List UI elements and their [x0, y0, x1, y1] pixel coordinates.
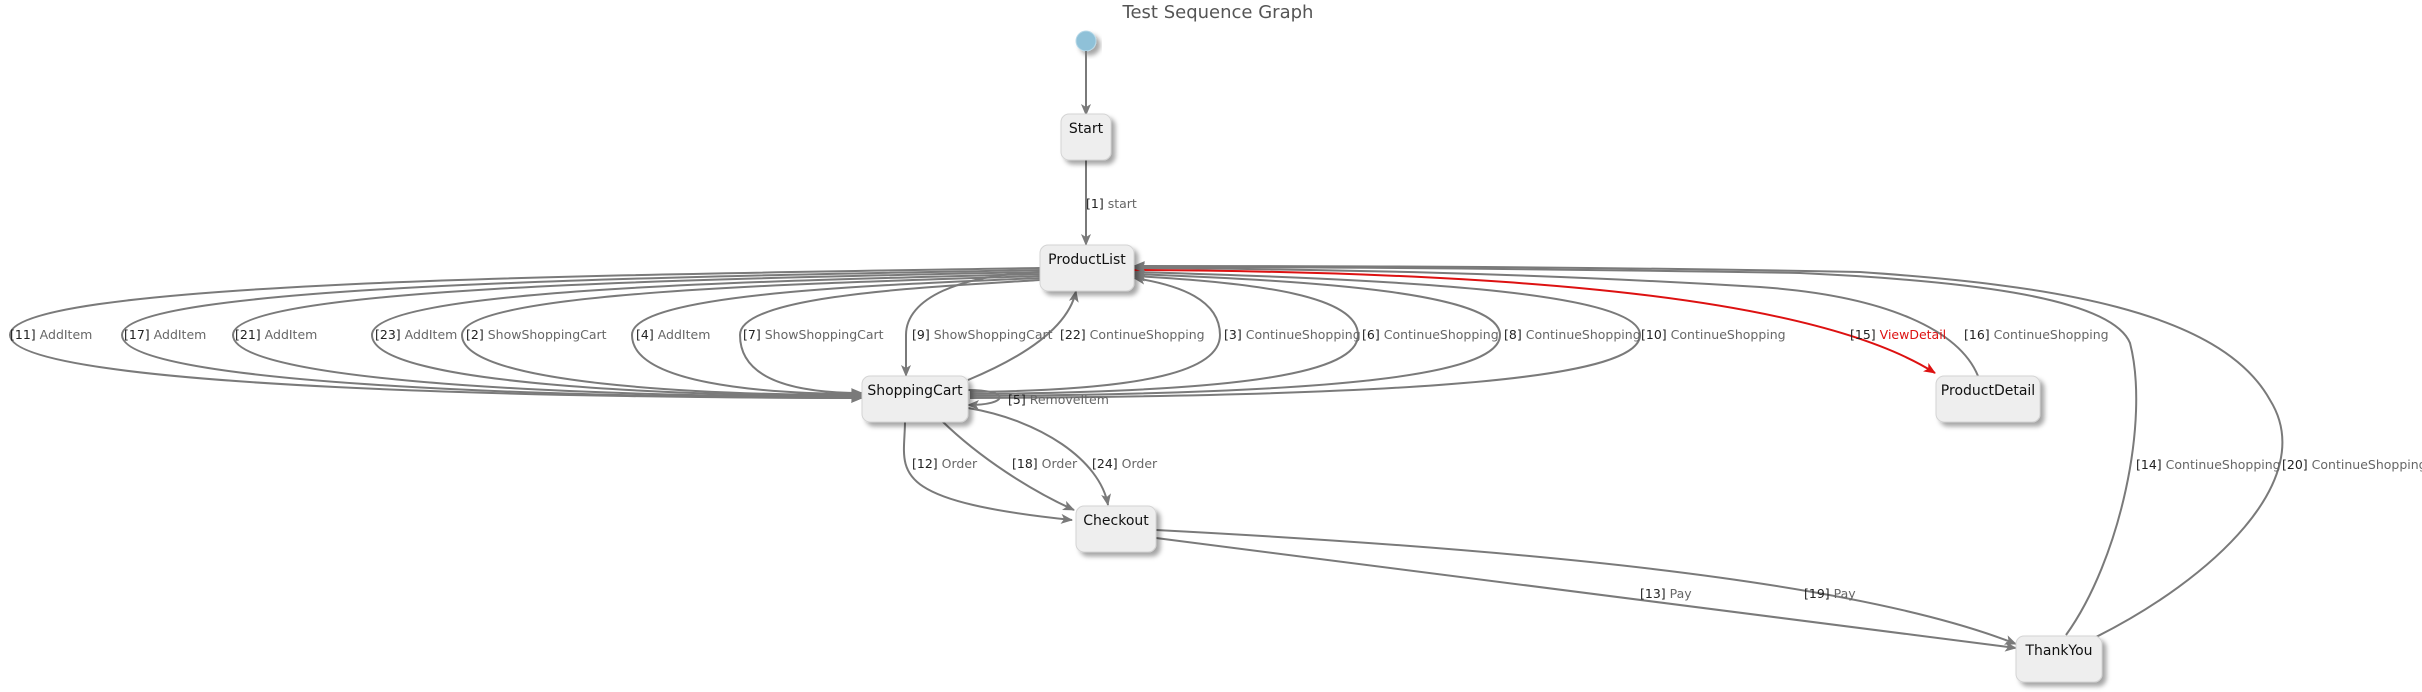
edge-e20 — [1133, 261, 2284, 638]
edge-e13 — [1155, 537, 2017, 652]
edge-label-e21: [21]AddItem — [235, 327, 317, 342]
initial-state-marker — [1075, 30, 1097, 52]
edge-e12 — [902, 420, 1073, 524]
edge-label-e4: [4]AddItem — [636, 327, 710, 342]
edge-e6 — [969, 271, 1360, 395]
edge-label-e13: [13]Pay — [1640, 586, 1692, 601]
node-productdetail[interactable]: ProductDetail — [1935, 375, 2041, 423]
edge-e4 — [630, 277, 1041, 399]
node-label-checkout: Checkout — [1083, 513, 1149, 529]
diagram-title: Test Sequence Graph — [1122, 2, 1314, 23]
edges — [8, 51, 2284, 652]
node-label-start: Start — [1069, 121, 1104, 137]
edge-label-e23: [23]AddItem — [375, 327, 457, 342]
edge-e11 — [8, 267, 1041, 403]
edge-e15 — [1133, 269, 1936, 374]
edge-e24 — [967, 407, 1111, 506]
node-productlist[interactable]: ProductList — [1039, 244, 1135, 292]
edge-e3 — [969, 274, 1222, 393]
edge-e9 — [901, 271, 1041, 377]
edge-label-e6: [6]ContinueShopping — [1362, 327, 1499, 342]
edge-e16 — [1133, 263, 1979, 377]
edge-label-e15: [15]ViewDetail — [1850, 327, 1946, 342]
node-checkout[interactable]: Checkout — [1075, 505, 1157, 553]
edge-label-e1: [1]start — [1086, 196, 1137, 211]
node-shoppingcart[interactable]: ShoppingCart — [861, 375, 969, 423]
node-label-thankyou: ThankYou — [2024, 643, 2092, 659]
edge-label-e10: [10]ContinueShopping — [1641, 327, 1786, 342]
edge-label-e12: [12]Order — [912, 456, 978, 471]
edge-label-e11: [11]AddItem — [10, 327, 92, 342]
edge-e2 — [460, 275, 1041, 400]
edge-label-e5: [5]RemoveItem — [1008, 392, 1109, 407]
node-thankyou[interactable]: ThankYou — [2015, 635, 2103, 683]
edge-label-e3: [3]ContinueShopping — [1224, 327, 1361, 342]
edge-label-e19: [19]Pay — [1804, 586, 1856, 601]
edge-label-e18: [18]Order — [1012, 456, 1078, 471]
edge-label-e9: [9]ShowShoppingCart — [912, 327, 1053, 342]
nodes: Start ProductList ShoppingCart ProductDe… — [861, 113, 2103, 683]
edge-e14 — [1133, 262, 2138, 636]
edge-label-e8: [8]ContinueShopping — [1504, 327, 1641, 342]
node-start[interactable]: Start — [1060, 113, 1112, 161]
edge-label-e2: [2]ShowShoppingCart — [466, 327, 607, 342]
edge-label-e14: [14]ContinueShopping — [2136, 457, 2281, 472]
edge-label-e20: [20]ContinueShopping — [2282, 457, 2422, 472]
edge-e7 — [738, 279, 1041, 398]
edge-labels: [1]start [11]AddItem [17]AddItem [21]Add… — [10, 196, 2422, 601]
node-label-productdetail: ProductDetail — [1941, 383, 2035, 399]
edge-e5 — [967, 389, 1001, 410]
edge-label-e17: [17]AddItem — [124, 327, 206, 342]
edge-e8 — [969, 269, 1502, 397]
node-label-productlist: ProductList — [1048, 252, 1126, 268]
edge-e18 — [941, 420, 1075, 511]
edge-e22 — [967, 290, 1079, 381]
edge-label-e24: [24]Order — [1092, 456, 1158, 471]
edge-e21 — [231, 271, 1041, 402]
edge-e19 — [1155, 529, 2017, 645]
edge-e10 — [969, 267, 1642, 399]
edge-label-e22: [22]ContinueShopping — [1060, 327, 1205, 342]
node-label-shoppingcart: ShoppingCart — [867, 383, 963, 399]
edge-label-e16: [16]ContinueShopping — [1964, 327, 2109, 342]
edge-label-e7: [7]ShowShoppingCart — [743, 327, 884, 342]
edge-e23 — [370, 273, 1041, 401]
edge-e17 — [120, 269, 1041, 403]
